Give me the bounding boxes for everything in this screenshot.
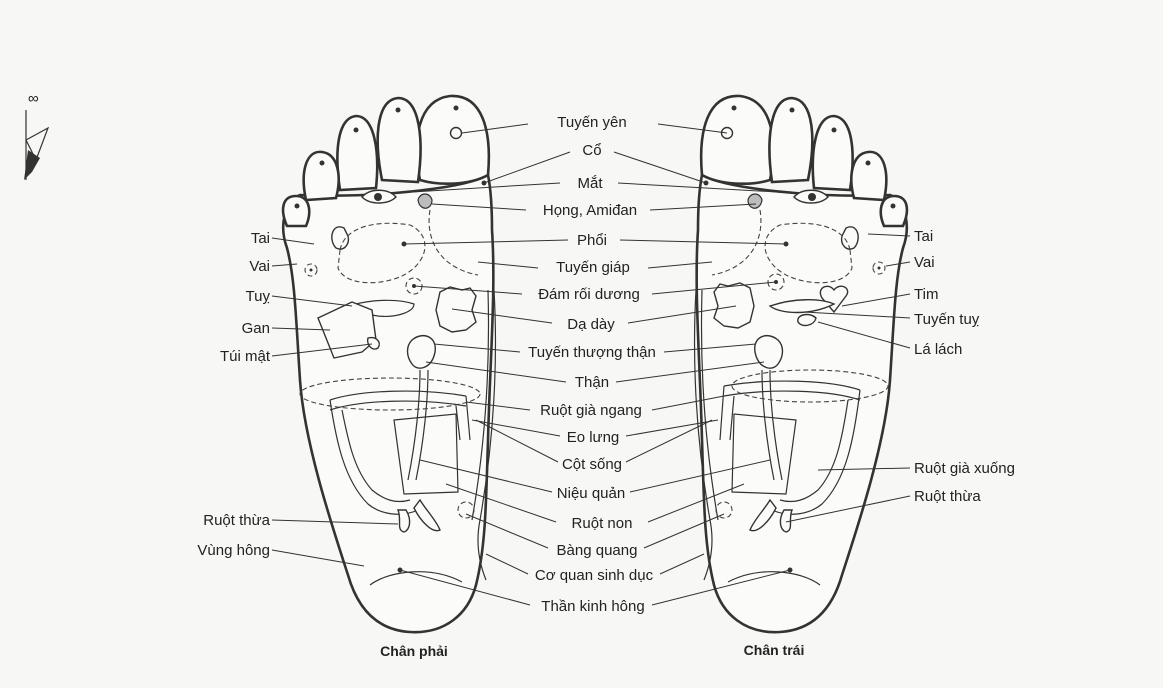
label-adrenal: Tuyến thượng thận bbox=[528, 344, 656, 361]
left-foot bbox=[695, 96, 907, 632]
label-bladder: Bàng quang bbox=[557, 542, 638, 559]
label-liver: Gan bbox=[242, 320, 270, 337]
label-left-ear: Tai bbox=[251, 230, 270, 247]
right-pituitary-point bbox=[451, 128, 462, 139]
label-left-shoulder: Vai bbox=[249, 258, 270, 275]
label-thyroid: Tuyến giáp bbox=[556, 259, 630, 276]
right-toe-3 bbox=[337, 116, 377, 190]
label-right-ear: Tai bbox=[914, 228, 933, 245]
label-kidney: Thận bbox=[575, 374, 609, 391]
right-toe-4 bbox=[304, 152, 339, 200]
right-side-labels: Tai Vai Tim Tuyến tuỵ Lá lách Ruột già x… bbox=[914, 228, 1015, 505]
caption-right-foot: Chân phải bbox=[380, 643, 448, 659]
right-foot bbox=[283, 96, 495, 632]
margin-binding-mark bbox=[24, 110, 48, 180]
label-pituitary: Tuyến yên bbox=[557, 114, 627, 131]
label-pancreas-left-foot: Tuyến tuỵ bbox=[914, 311, 980, 328]
margin-mark: ∞ bbox=[28, 90, 39, 107]
label-pancreas-right-foot: Tuỵ bbox=[246, 288, 271, 305]
center-labels: Tuyến yên Cổ Mắt Họng, Amiđan Phổi Tuyến… bbox=[528, 114, 656, 615]
left-side-labels: Tai Vai Tuỵ Gan Túi mật Ruột thừa Vùng h… bbox=[197, 230, 270, 559]
label-reproductive-organs: Cơ quan sinh dục bbox=[535, 567, 654, 584]
label-solar-plexus: Đám rối dương bbox=[538, 286, 640, 303]
label-ureter: Niệu quản bbox=[557, 485, 625, 502]
label-stomach: Dạ dày bbox=[567, 316, 615, 333]
label-eye: Mắt bbox=[577, 175, 603, 192]
label-spleen: Lá lách bbox=[914, 341, 962, 358]
right-appendix bbox=[398, 510, 410, 532]
label-small-intestine: Ruột non bbox=[572, 515, 633, 532]
label-heart: Tim bbox=[914, 286, 938, 303]
label-gallbladder: Túi mật bbox=[220, 348, 271, 365]
label-appendix-right-foot: Ruột thừa bbox=[203, 512, 270, 529]
label-appendix-left-foot: Ruột thừa bbox=[914, 488, 981, 505]
label-throat-tonsil: Họng, Amiđan bbox=[543, 202, 637, 219]
label-transverse-colon: Ruột già ngang bbox=[540, 402, 642, 419]
label-right-shoulder: Vai bbox=[914, 254, 935, 271]
label-descending-colon: Ruột già xuống bbox=[914, 460, 1015, 477]
label-hip-region: Vùng hông bbox=[197, 542, 270, 559]
caption-left-foot: Chân trái bbox=[744, 642, 805, 658]
right-big-toe bbox=[417, 96, 489, 184]
label-lung: Phổi bbox=[577, 232, 607, 249]
label-neck: Cổ bbox=[582, 142, 601, 159]
captions: Chân phải Chân trái bbox=[380, 642, 804, 659]
label-waist: Eo lưng bbox=[567, 429, 620, 446]
right-foot-outline bbox=[283, 175, 493, 632]
label-spine: Cột sống bbox=[562, 456, 622, 473]
right-toe-5 bbox=[283, 196, 309, 226]
label-sciatic-nerve: Thần kinh hông bbox=[541, 598, 644, 615]
right-throat bbox=[418, 194, 432, 208]
